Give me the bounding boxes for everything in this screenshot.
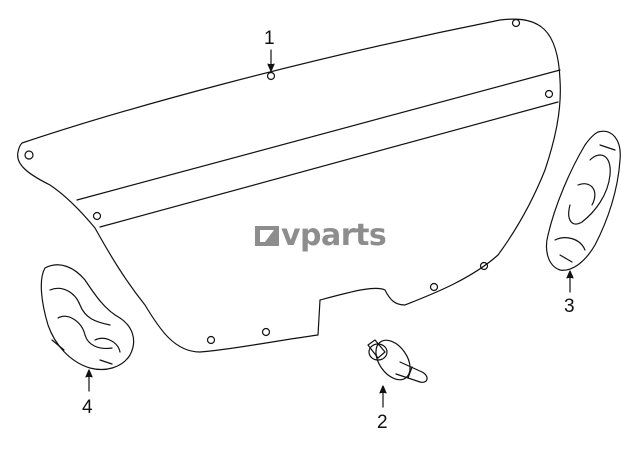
bracket-left-detail bbox=[94, 337, 121, 353]
arrowhead-2 bbox=[379, 385, 387, 394]
clip-pin-groove bbox=[407, 366, 413, 379]
clip-stem bbox=[367, 339, 386, 359]
callout-label-1: 1 bbox=[264, 28, 275, 49]
fastener-hole bbox=[261, 327, 271, 337]
fastener-hole bbox=[206, 335, 216, 345]
bracket-right-hatch bbox=[599, 144, 616, 151]
watermark-text: vparts bbox=[281, 218, 387, 253]
bracket-left-detail bbox=[49, 287, 111, 326]
bracket-right-detail bbox=[577, 183, 596, 206]
bracket-right-detail bbox=[568, 154, 611, 225]
fastener-hole bbox=[266, 71, 276, 81]
arrowhead-1 bbox=[267, 63, 275, 72]
trim-panel-part-1 bbox=[17, 18, 561, 353]
clip-pin bbox=[395, 361, 428, 383]
bracket-right-outline bbox=[545, 130, 621, 271]
watermark-mark-icon bbox=[255, 226, 279, 246]
fastener-hole bbox=[429, 282, 439, 292]
side-bracket-part-4 bbox=[40, 264, 135, 371]
trim-panel-outline bbox=[17, 18, 561, 353]
callout-label-3: 3 bbox=[564, 296, 575, 317]
trim-panel-lower-crease bbox=[99, 101, 559, 228]
fastener-hole bbox=[511, 18, 521, 28]
arrowhead-3 bbox=[566, 270, 574, 279]
fastener-hole bbox=[92, 211, 102, 221]
trim-panel-upper-crease bbox=[76, 69, 561, 201]
bracket-left-hatch bbox=[99, 359, 113, 365]
side-bracket-part-3 bbox=[545, 130, 621, 271]
fastener-hole bbox=[24, 150, 34, 160]
bracket-right-detail bbox=[554, 237, 586, 251]
bracket-left-hatch bbox=[51, 339, 65, 351]
bracket-right-hatch bbox=[559, 254, 573, 263]
callout-label-2: 2 bbox=[377, 412, 388, 433]
fastener-hole bbox=[544, 89, 554, 99]
arrowhead-4 bbox=[85, 369, 93, 378]
fastener-hole bbox=[479, 261, 489, 271]
bracket-left-detail bbox=[57, 315, 113, 350]
callout-label-4: 4 bbox=[82, 397, 93, 418]
watermark-logo: vparts bbox=[255, 218, 387, 253]
bracket-left-outline bbox=[40, 264, 135, 371]
clip-head bbox=[375, 339, 411, 381]
leader-lines bbox=[85, 49, 574, 408]
push-pin-clip-part-2 bbox=[367, 339, 428, 383]
